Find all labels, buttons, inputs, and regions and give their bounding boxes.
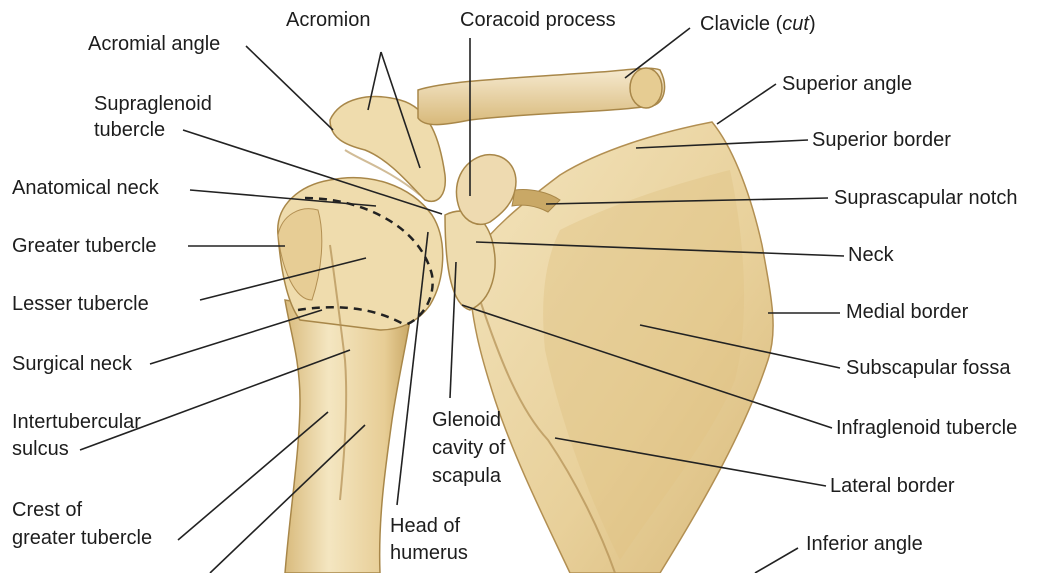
label-clavicle-close: ) — [809, 13, 816, 35]
label-clavicle-cut: cut — [782, 13, 809, 35]
label-supraglenoid-2: tubercle — [94, 118, 165, 142]
label-inferior-angle: Inferior angle — [806, 532, 923, 556]
label-head-1: Head of — [390, 514, 460, 538]
label-suprascapular-notch: Suprascapular notch — [834, 186, 1017, 210]
leader-superior-angle — [717, 84, 776, 124]
label-medial-border: Medial border — [846, 300, 968, 324]
label-surgical-neck: Surgical neck — [12, 352, 132, 376]
label-head-2: humerus — [390, 541, 468, 565]
label-intertubercular-2: sulcus — [12, 437, 69, 461]
scapula-neck — [445, 211, 495, 310]
label-infraglenoid-tubercle: Infraglenoid tubercle — [836, 416, 1017, 440]
leader-acromial-angle — [246, 46, 333, 130]
label-lateral-border: Lateral border — [830, 474, 955, 498]
label-clavicle-text: Clavicle ( — [700, 13, 782, 35]
greater-tubercle-shape — [278, 209, 322, 300]
label-glenoid-2: cavity of — [432, 436, 505, 460]
label-lesser-tubercle: Lesser tubercle — [12, 292, 149, 316]
label-greater-tubercle: Greater tubercle — [12, 234, 157, 258]
label-subscapular-fossa: Subscapular fossa — [846, 356, 1011, 380]
label-superior-angle: Superior angle — [782, 72, 912, 96]
label-glenoid-1: Glenoid — [432, 408, 501, 432]
label-acromion: Acromion — [286, 8, 370, 32]
label-acromial-angle: Acromial angle — [88, 32, 220, 56]
label-glenoid-3: scapula — [432, 464, 501, 488]
clavicle-cut-face — [630, 68, 662, 108]
label-neck: Neck — [848, 243, 894, 267]
label-crest-2: greater tubercle — [12, 526, 152, 550]
label-anatomical-neck: Anatomical neck — [12, 176, 159, 200]
label-superior-border: Superior border — [812, 128, 951, 152]
label-intertubercular-1: Intertubercular — [12, 410, 141, 434]
label-coracoid-process: Coracoid process — [460, 8, 616, 32]
label-supraglenoid-1: Supraglenoid — [94, 92, 212, 116]
coracoid-process-shape — [456, 155, 516, 225]
label-clavicle: Clavicle (cut) — [700, 12, 816, 36]
leader-inferior-angle — [755, 548, 798, 573]
label-crest-1: Crest of — [12, 498, 82, 522]
